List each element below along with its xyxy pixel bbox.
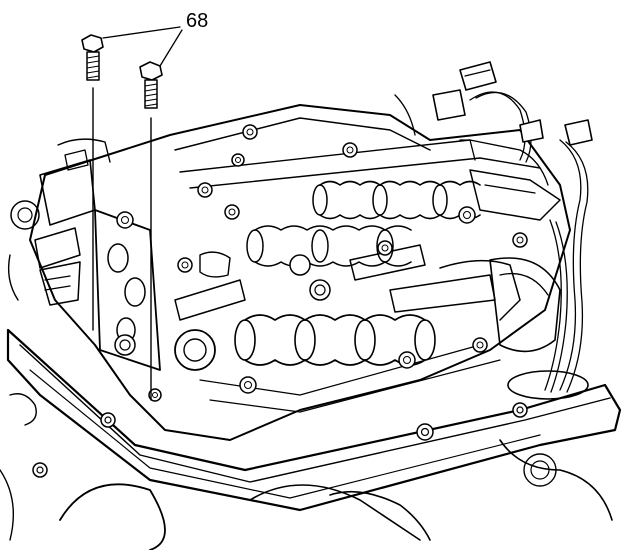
bolt-head — [242, 124, 258, 140]
valve-body-plate — [94, 209, 161, 371]
lower-case-casting — [0, 393, 613, 551]
bolt-head — [116, 211, 134, 229]
valve-body-bolts — [116, 124, 528, 402]
right-solenoid — [469, 169, 561, 353]
callout-bolt-left — [81, 34, 104, 331]
bolt-head — [177, 257, 193, 273]
spool-valves — [174, 180, 481, 371]
callout-leaders — [102, 26, 183, 67]
bolt-head — [458, 206, 476, 224]
bolt-head — [231, 153, 245, 167]
bolt-head — [224, 204, 240, 220]
callout-label: 68 — [186, 10, 208, 32]
callout-bolt-right — [139, 61, 163, 401]
bolt-head — [377, 240, 393, 256]
retaining-clips — [174, 244, 521, 321]
bolt-head — [197, 182, 213, 198]
bolt-head — [148, 388, 162, 402]
case-pan-rail — [6, 328, 622, 512]
bolt-head — [239, 376, 257, 394]
bolt-head — [512, 232, 528, 248]
left-solenoid-cluster — [7, 138, 111, 306]
bolt-head — [398, 351, 416, 369]
bolt-head — [472, 337, 488, 353]
wiring-harness — [394, 61, 593, 400]
bolt-head — [342, 142, 358, 158]
